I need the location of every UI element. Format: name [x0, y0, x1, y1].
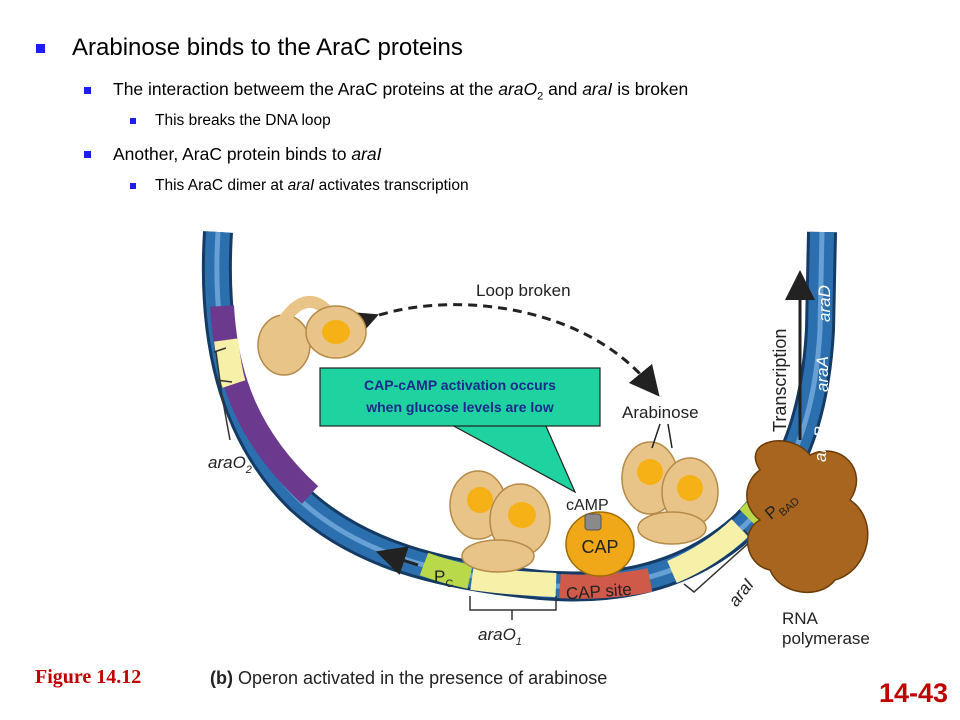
callout-text-line1: CAP-cAMP activation occurs: [364, 377, 556, 393]
bullet-square-icon: [36, 43, 45, 53]
bullet-level2-another: Another, AraC protein binds to araI: [84, 144, 382, 165]
slide-number: 14-43: [878, 678, 948, 708]
arac-protein-arai: [621, 441, 719, 545]
bullet-level2-interaction: The interaction betweem the AraC protein…: [84, 79, 688, 103]
bullet-text: Arabinose binds to the AraC proteins: [72, 34, 463, 61]
bullet-square-icon: [84, 87, 91, 95]
arabinose-pointer-icon: [651, 423, 673, 449]
arabinose-label: Arabinose: [622, 403, 699, 422]
rna-polymerase-label-1: RNA: [782, 609, 819, 628]
bullet-square-icon: [84, 151, 91, 158]
callout-text-line2: when glucose levels are low: [365, 399, 554, 415]
cap-protein: [565, 511, 635, 577]
bullet-text: Another, AraC protein binds to araI: [113, 144, 382, 164]
figure-caption: (b) Operon activated in the presence of …: [210, 668, 608, 688]
arao2-bracket: [213, 347, 233, 441]
arao1-bracket: [469, 596, 557, 620]
rna-polymerase-label-2: polymerase: [782, 629, 870, 648]
camp-label: cAMP: [566, 497, 609, 514]
loop-broken-label: Loop broken: [476, 281, 571, 300]
pc-direction-arrow-icon: [375, 546, 419, 575]
arao2-region: [214, 338, 246, 388]
loop-broken-arrow-icon: [345, 303, 660, 397]
bullet-level3-dimer: This AraC dimer at araI activates transc…: [130, 177, 469, 195]
arai-label: araI: [725, 575, 758, 610]
araa-label: araA: [813, 356, 832, 392]
cap-site-label: CAP site: [565, 580, 632, 604]
bullet-level3-loop: This breaks the DNA loop: [130, 112, 331, 130]
cap-site-region: [559, 568, 653, 599]
arai-region: [667, 519, 749, 584]
cap-label: CAP: [581, 537, 618, 557]
bullet-square-icon: [130, 118, 136, 124]
arao1-label: araO1: [478, 625, 522, 648]
transcription-label: Transcription: [770, 329, 790, 432]
pc-region: [419, 552, 473, 589]
arac-protein-araO1: [449, 470, 551, 573]
arac-region: [210, 305, 319, 504]
rna-polymerase: [746, 440, 869, 594]
arad-label: araD: [815, 285, 834, 322]
arao1-region: [470, 566, 557, 597]
bullet-square-icon: [130, 183, 136, 189]
callout-box: [319, 367, 601, 427]
arac-protein-released: [257, 295, 367, 376]
arab-label: araB: [811, 426, 830, 462]
pc-label: PC: [434, 567, 453, 590]
arao2-label: araO2: [208, 453, 252, 476]
bullet-text: This AraC dimer at araI activates transc…: [155, 177, 469, 194]
bullet-text: This breaks the DNA loop: [155, 112, 331, 129]
figure-label: Figure 14.12: [35, 666, 142, 688]
bullet-text: The interaction betweem the AraC protein…: [113, 79, 689, 103]
bullet-level1: Arabinose binds to the AraC proteins: [36, 34, 463, 62]
